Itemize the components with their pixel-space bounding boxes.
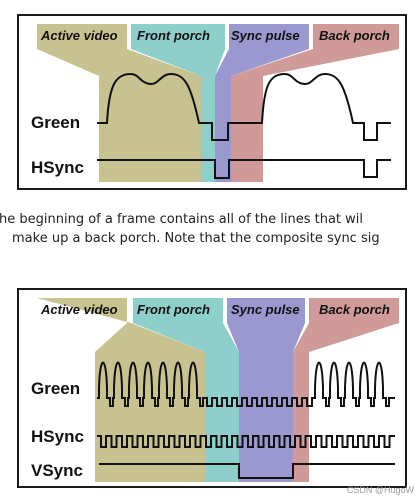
band-back-porch bbox=[231, 24, 399, 182]
segment-label-front-porch: Front porch bbox=[137, 28, 210, 43]
signal-label-hsync: HSync bbox=[31, 427, 84, 446]
segment-label-front-porch: Front porch bbox=[137, 302, 210, 317]
signal-label-green: Green bbox=[31, 113, 80, 132]
hsync-timing-svg: Active video Front porch Sync pulse Back… bbox=[31, 24, 399, 182]
watermark: CSDN @HugoW bbox=[346, 485, 414, 495]
hsync-waveform bbox=[97, 435, 395, 448]
vsync-timing-diagram: Active video Front porch Sync pulse Back… bbox=[17, 288, 407, 488]
segment-label-active-video: Active video bbox=[40, 302, 118, 317]
signal-label-vsync: VSync bbox=[31, 461, 83, 480]
signal-label-hsync: HSync bbox=[31, 158, 84, 177]
segment-label-sync-pulse: Sync pulse bbox=[231, 302, 300, 317]
band-sync-pulse bbox=[215, 24, 309, 182]
signal-label-green: Green bbox=[31, 379, 80, 398]
green-waveform bbox=[97, 361, 395, 407]
segment-label-active-video: Active video bbox=[40, 28, 118, 43]
hsync-timing-diagram: Active video Front porch Sync pulse Back… bbox=[17, 14, 407, 190]
green-waveform bbox=[97, 72, 391, 141]
segment-label-sync-pulse: Sync pulse bbox=[231, 28, 300, 43]
vsync-timing-svg: Active video Front porch Sync pulse Back… bbox=[31, 298, 399, 482]
caption-line-1: he beginning of a frame contains all of … bbox=[0, 212, 364, 227]
segment-label-back-porch: Back porch bbox=[319, 28, 390, 43]
band-back-porch bbox=[293, 298, 399, 482]
caption-line-2: make up a back porch. Note that the comp… bbox=[12, 231, 380, 246]
band-front-porch bbox=[131, 24, 225, 182]
band-active-video bbox=[37, 24, 201, 182]
segment-label-back-porch: Back porch bbox=[319, 302, 390, 317]
hsync-waveform bbox=[97, 159, 391, 179]
vsync-waveform bbox=[99, 463, 395, 479]
